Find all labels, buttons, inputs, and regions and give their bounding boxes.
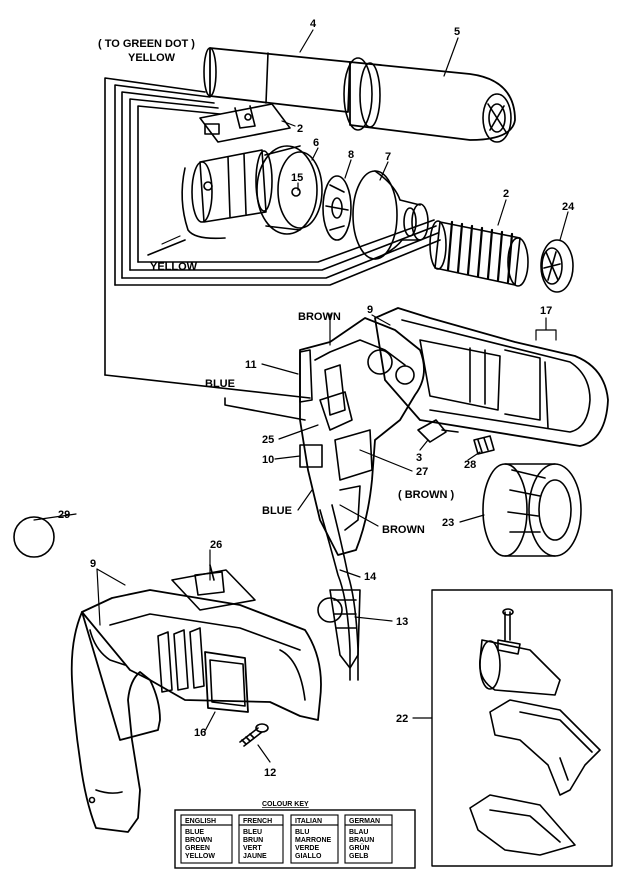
- accessory-box-22: [431, 589, 613, 867]
- part-number-4: 4: [310, 18, 317, 30]
- switch-cover-26: [171, 564, 256, 611]
- part-number-24: 24: [562, 201, 575, 213]
- blue-label-left: BLUE: [205, 378, 235, 390]
- colour-key-cell: BRUN: [243, 837, 263, 844]
- part-number-23: 23: [442, 517, 454, 529]
- colour-key-cell: MARRONE: [295, 837, 331, 844]
- blue-label-lower: BLUE: [262, 505, 292, 517]
- colour-key-cell: BLU: [295, 829, 309, 836]
- cap-29: [13, 516, 55, 558]
- part-number-3: 3: [416, 452, 422, 464]
- part-number-6: 6: [313, 137, 319, 149]
- colour-key-header-german: GERMAN: [349, 818, 380, 825]
- leader-lines: [33, 29, 569, 763]
- housing-half-17: [374, 307, 609, 447]
- colour-key-cell: YELLOW: [185, 853, 215, 860]
- end-cap-24: [540, 239, 574, 293]
- part-number-labels: 4 5 2 6 8 7 15 2 24 9 17 11 25 3 28 10 2…: [58, 18, 575, 779]
- circuit-board-2: [199, 103, 291, 143]
- colour-key-cell: GELB: [349, 853, 368, 860]
- colour-key-cell: VERDE: [295, 845, 319, 852]
- part-number-12: 12: [264, 767, 276, 779]
- housing-half-9-upper: [299, 317, 425, 556]
- yellow-label-bottom: YELLOW: [150, 261, 198, 273]
- part-number-14: 14: [364, 571, 377, 583]
- scraper-attachment: [489, 699, 601, 796]
- part-number-27: 27: [416, 466, 428, 478]
- trigger-3: [417, 419, 459, 443]
- brown-label-top: BROWN: [298, 311, 341, 323]
- part-number-25: 25: [262, 434, 274, 446]
- fan-8: [322, 175, 352, 241]
- power-cord-14: [319, 504, 359, 681]
- part-number-5: 5: [454, 26, 460, 38]
- part-number-22: 22: [396, 713, 408, 725]
- part-number-11: 11: [245, 359, 257, 371]
- handle-grip: [70, 611, 161, 833]
- colour-key-title: COLOUR KEY: [262, 801, 309, 808]
- part-number-26: 26: [210, 539, 222, 551]
- motor: [181, 149, 273, 240]
- part-number-2b: 2: [503, 188, 509, 200]
- cowl-7: [352, 170, 429, 260]
- heater-tube-4: [203, 47, 351, 113]
- colour-key-cell: BLAU: [349, 829, 368, 836]
- colour-key-header-italian: ITALIAN: [295, 818, 322, 825]
- part-number-7: 7: [385, 151, 391, 163]
- yellow-label-top: YELLOW: [128, 52, 176, 64]
- nozzle-guard-23: [482, 463, 582, 557]
- colour-key-cell: BRAUN: [349, 837, 374, 844]
- wiring-lines: [104, 77, 441, 421]
- screw-12: [239, 723, 269, 747]
- part-number-2a: 2: [297, 123, 303, 135]
- part-number-10: 10: [262, 454, 274, 466]
- part-number-9a: 9: [367, 304, 373, 316]
- colour-key-cell: VERT: [243, 845, 262, 852]
- part-number-8: 8: [348, 149, 354, 161]
- fan-housing-6: [256, 145, 323, 235]
- colour-key-cell: BROWN: [185, 837, 212, 844]
- colour-key-cell: GREEN: [185, 845, 210, 852]
- colour-key-cell: GIALLO: [295, 853, 322, 860]
- brown-label-lower: BROWN: [382, 524, 425, 536]
- colour-key-header-english: ENGLISH: [185, 818, 216, 825]
- part-number-29: 29: [58, 509, 70, 521]
- outer-tube-5: [343, 57, 516, 143]
- colour-key-cell: JAUNE: [243, 853, 267, 860]
- colour-key-cell: BLEU: [243, 829, 262, 836]
- colour-key-header-french: FRENCH: [243, 818, 272, 825]
- colour-key-cell: BLUE: [185, 829, 204, 836]
- part-number-16: 16: [194, 727, 206, 739]
- part-number-15: 15: [291, 172, 303, 184]
- deflector-attachment: [469, 794, 576, 856]
- part-number-13: 13: [396, 616, 408, 628]
- gun-body-9: [81, 589, 322, 721]
- wire-colour-labels: ( TO GREEN DOT ) YELLOW YELLOW BROWN BLU…: [98, 38, 455, 536]
- spring-28: [473, 435, 495, 455]
- part-number-17: 17: [540, 305, 552, 317]
- part-number-28: 28: [464, 459, 476, 471]
- colour-key-cell: GRÜN: [349, 843, 370, 852]
- brown-label-paren: ( BROWN ): [398, 489, 455, 501]
- nozzle-attachment: [478, 608, 561, 696]
- part-number-9b: 9: [90, 558, 96, 570]
- to-green-dot-label: ( TO GREEN DOT ): [98, 38, 195, 50]
- cord-guard-13: [317, 589, 361, 669]
- heating-element-2: [429, 220, 529, 287]
